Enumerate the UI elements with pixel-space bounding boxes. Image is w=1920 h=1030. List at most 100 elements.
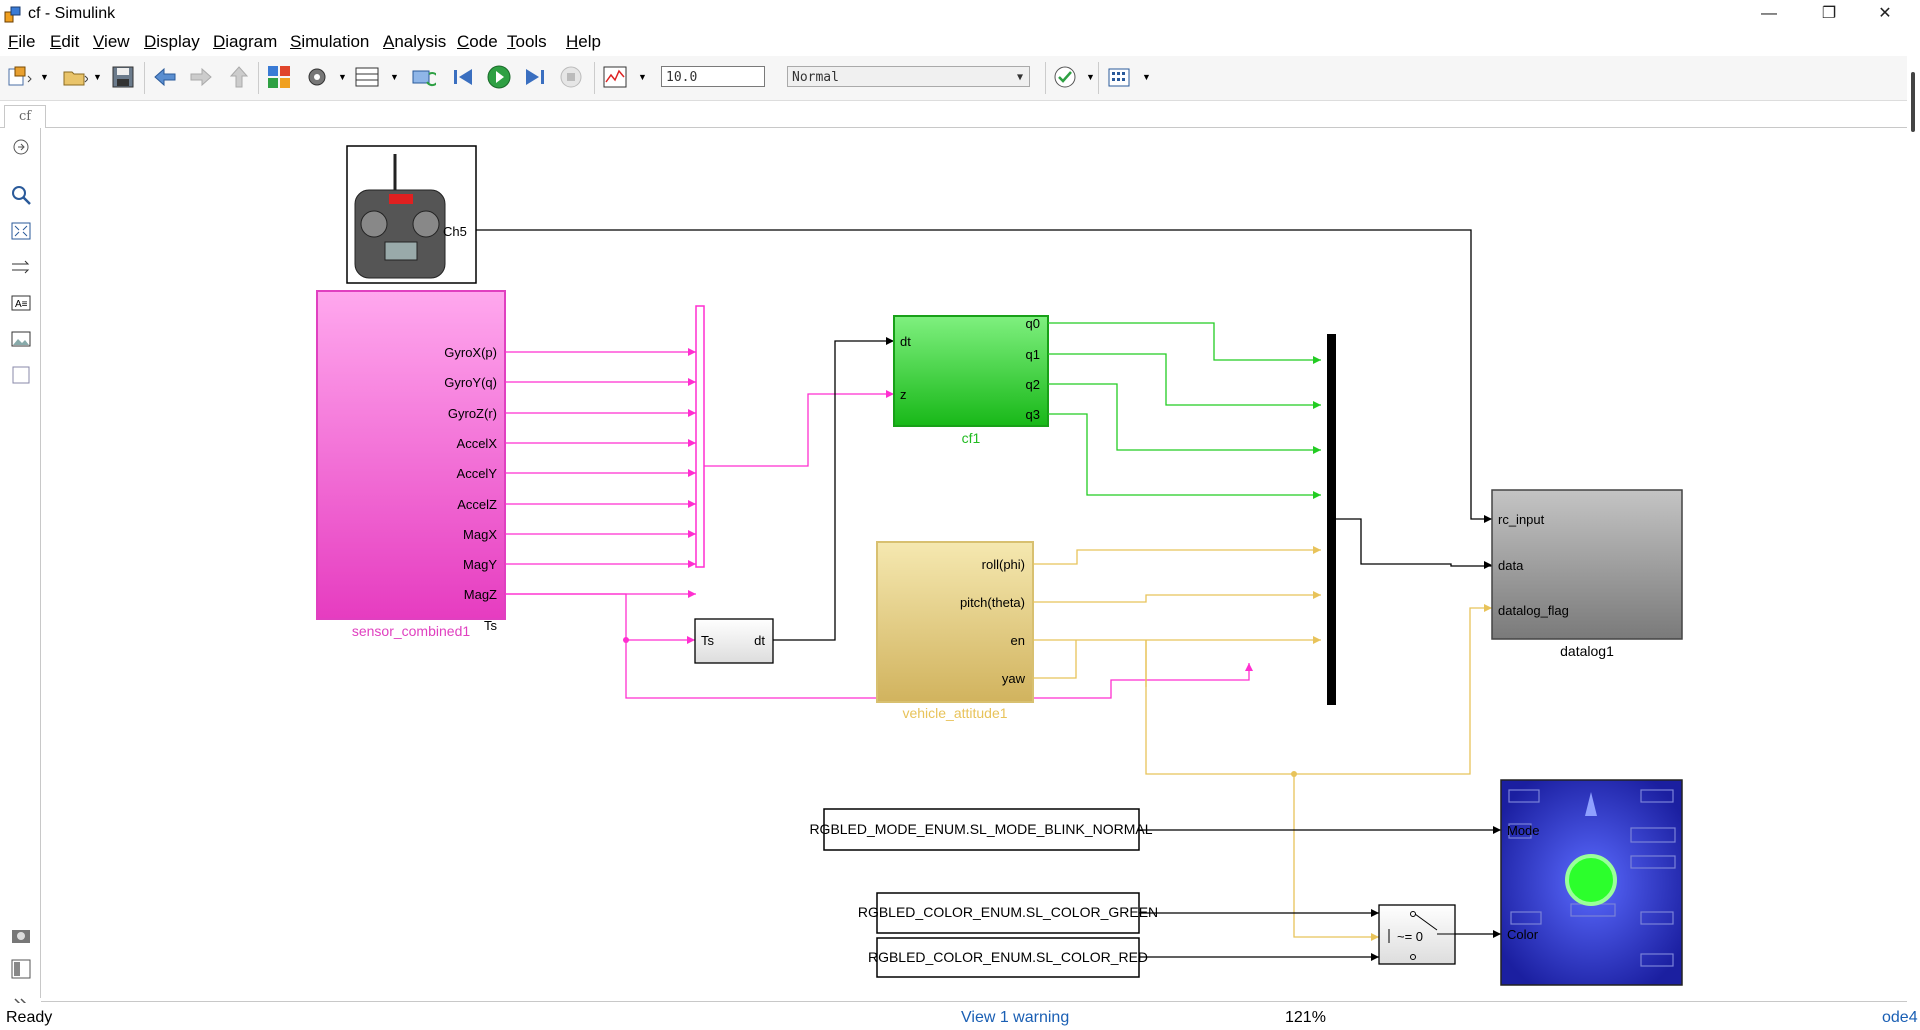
- forward-icon[interactable]: [188, 64, 214, 90]
- menu-bar: File Edit View Display Diagram Simulation Anal…: [0, 30, 1920, 54]
- sample-time-block[interactable]: Ts dt: [694, 618, 774, 664]
- chevron-down-icon[interactable]: ▼: [1086, 72, 1095, 82]
- cf1-port-q1: q1: [1026, 347, 1040, 362]
- vehicle-port-yaw: yaw: [1002, 671, 1026, 686]
- menu-analysis[interactable]: Analysis: [383, 32, 447, 51]
- status-ready: Ready: [6, 1009, 53, 1026]
- led-port-mode: Mode: [1507, 823, 1540, 838]
- status-warning-link[interactable]: View 1 warning: [961, 1009, 1070, 1026]
- chevron-down-icon[interactable]: ▼: [638, 72, 647, 82]
- restore-button[interactable]: ❐: [1821, 5, 1837, 22]
- sensor-mux-block[interactable]: [695, 305, 705, 568]
- chevron-down-icon[interactable]: ▼: [1142, 72, 1151, 82]
- menu-file[interactable]: File: [8, 32, 36, 51]
- chevron-down-icon[interactable]: ▼: [390, 72, 399, 82]
- signal-mux-block[interactable]: [1327, 334, 1336, 705]
- switch-criteria: ~= 0: [1397, 929, 1423, 944]
- rgb-led-block[interactable]: Mode Color: [1500, 779, 1683, 986]
- sensor-signal-arrow: [688, 348, 696, 356]
- green-constant-label: RGBLED_COLOR_ENUM.SL_COLOR_GREEN: [858, 904, 1158, 920]
- library-browser-icon[interactable]: [266, 64, 292, 90]
- window-title: cf - Simulink: [28, 5, 116, 22]
- red-constant-block[interactable]: RGBLED_COLOR_ENUM.SL_COLOR_RED: [868, 937, 1148, 978]
- annotation-icon[interactable]: A≡: [10, 292, 32, 314]
- simulation-mode-select[interactable]: Normal▼: [787, 66, 1030, 87]
- sensor-port-label: MagZ: [464, 587, 497, 602]
- fit-view-icon[interactable]: [10, 220, 32, 242]
- cf1-block[interactable]: dt z q0 q1 q2 q3 cf1: [893, 315, 1049, 446]
- save-icon[interactable]: [110, 64, 136, 90]
- sensor-signal-arrow: [688, 439, 696, 447]
- hide-explorer-icon[interactable]: [10, 136, 32, 158]
- sensor-signal-arrow: [688, 560, 696, 568]
- rc-input-block[interactable]: Ch5: [346, 145, 477, 284]
- chevron-down-icon[interactable]: ▼: [40, 72, 49, 82]
- led-green-light: [1565, 854, 1617, 906]
- build-icon[interactable]: [1106, 64, 1132, 90]
- chevron-down-icon[interactable]: ▼: [93, 72, 102, 82]
- update-icon[interactable]: [410, 64, 436, 90]
- open-icon[interactable]: [62, 64, 88, 90]
- model-config-icon[interactable]: [304, 64, 330, 90]
- menu-tools[interactable]: Tools: [507, 32, 547, 51]
- model-explorer-icon[interactable]: [354, 64, 380, 90]
- led-port-color: Color: [1507, 927, 1539, 942]
- arrow-icon[interactable]: [10, 256, 32, 278]
- area-icon[interactable]: [10, 364, 32, 386]
- step-back-icon[interactable]: [450, 64, 476, 90]
- vehicle-attitude-block[interactable]: roll(phi) pitch(theta) en yaw vehicle_at…: [876, 541, 1034, 721]
- led-direction-arrow: [1585, 792, 1597, 816]
- datalog-block-name: datalog1: [1560, 643, 1614, 659]
- screenshot-icon[interactable]: [10, 924, 32, 946]
- datalog-port-rc-input: rc_input: [1498, 512, 1545, 527]
- model-advisor-icon[interactable]: [1052, 64, 1078, 90]
- up-icon[interactable]: [226, 64, 252, 90]
- datalog-block[interactable]: rc_input data datalog_flag datalog1: [1491, 489, 1683, 659]
- status-solver-link[interactable]: ode4: [1882, 1009, 1918, 1026]
- rc-transmitter-image: [354, 154, 446, 279]
- menu-edit[interactable]: Edit: [50, 32, 80, 51]
- vehicle-port-en: en: [1011, 633, 1025, 648]
- menu-help[interactable]: Help: [566, 32, 601, 51]
- image-icon[interactable]: [10, 328, 32, 350]
- vertical-scrollbar[interactable]: [1907, 56, 1920, 1001]
- cf1-block-name: cf1: [962, 430, 981, 446]
- scroll-thumb[interactable]: [1911, 72, 1915, 132]
- menu-simulation[interactable]: Simulation: [290, 32, 370, 51]
- back-icon[interactable]: [152, 64, 178, 90]
- attitude-lines: [1033, 549, 1492, 938]
- tab-cf[interactable]: cf: [4, 105, 46, 128]
- stop-time-input[interactable]: 10.0: [661, 66, 765, 87]
- menu-view[interactable]: View: [93, 32, 130, 51]
- mode-constant-block[interactable]: RGBLED_MODE_ENUM.SL_MODE_BLINK_NORMAL: [809, 808, 1153, 851]
- model-browser-icon[interactable]: [10, 958, 32, 980]
- sensor-combined-block[interactable]: GyroX(p)GyroY(q)GyroZ(r)AccelXAccelYAcce…: [316, 290, 506, 639]
- menu-code[interactable]: Code: [457, 32, 498, 51]
- minimize-button[interactable]: —: [1761, 5, 1777, 22]
- data-inspector-icon[interactable]: [602, 64, 628, 90]
- green-constant-block[interactable]: RGBLED_COLOR_ENUM.SL_COLOR_GREEN: [858, 892, 1158, 934]
- ts-block-out: dt: [754, 633, 765, 648]
- mux-to-cf1-z-line: [704, 393, 894, 467]
- svg-text:A≡: A≡: [15, 299, 28, 310]
- menu-display[interactable]: Display: [144, 32, 200, 51]
- sensor-port-label: GyroZ(r): [448, 406, 497, 421]
- step-forward-icon[interactable]: [522, 64, 548, 90]
- switch-block[interactable]: ~= 0: [1378, 904, 1456, 965]
- cf1-port-q0: q0: [1026, 316, 1040, 331]
- left-palette: A≡: [0, 128, 41, 1012]
- mode-constant-label: RGBLED_MODE_ENUM.SL_MODE_BLINK_NORMAL: [809, 821, 1152, 837]
- zoom-icon[interactable]: [10, 184, 32, 206]
- run-icon[interactable]: [486, 64, 512, 90]
- cf1-port-dt: dt: [900, 334, 911, 349]
- ts-line: [505, 593, 695, 641]
- close-button[interactable]: ✕: [1878, 5, 1892, 22]
- vehicle-port-roll: roll(phi): [982, 557, 1025, 572]
- menu-diagram[interactable]: Diagram: [213, 32, 278, 51]
- title-bar: cf - Simulink — ❐ ✕: [0, 0, 1920, 28]
- vehicle-port-pitch: pitch(theta): [960, 595, 1025, 610]
- stop-icon[interactable]: [558, 64, 584, 90]
- chevron-down-icon[interactable]: ▼: [338, 72, 347, 82]
- new-model-icon[interactable]: [6, 64, 32, 90]
